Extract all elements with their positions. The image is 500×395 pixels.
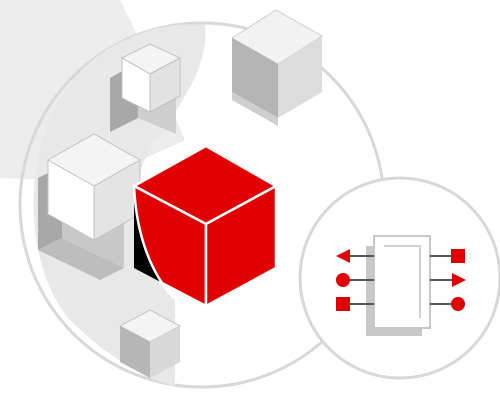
gray-cube-icon bbox=[231, 9, 323, 126]
gray-cube-icon bbox=[110, 43, 182, 134]
gray-cube-icon bbox=[118, 309, 182, 378]
square-pin-icon bbox=[451, 249, 465, 263]
circle-pin-icon bbox=[451, 297, 465, 311]
red-cube-icon bbox=[131, 144, 279, 309]
square-pin-icon bbox=[336, 297, 350, 311]
arrow-right-icon bbox=[452, 273, 466, 287]
chip-with-pins-icon bbox=[336, 235, 466, 336]
chip-body bbox=[373, 235, 431, 329]
circle-pin-icon bbox=[336, 273, 350, 287]
arrow-left-icon bbox=[336, 249, 350, 263]
gray-cube-icon bbox=[38, 133, 142, 280]
